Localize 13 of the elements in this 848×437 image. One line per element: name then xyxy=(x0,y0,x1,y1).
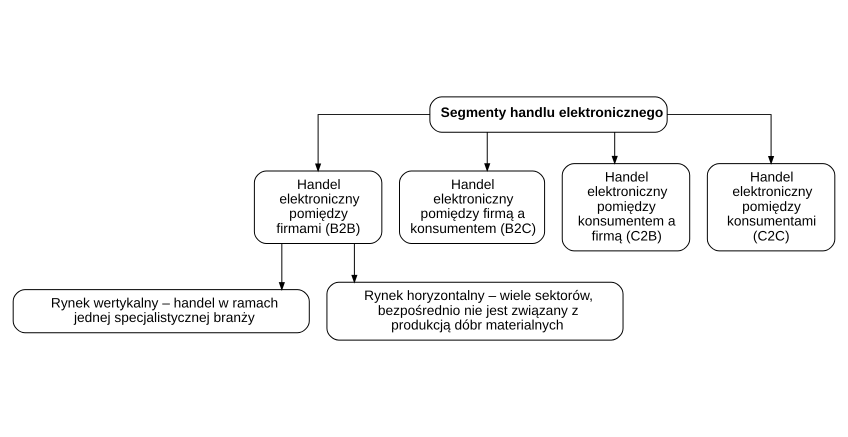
node-box: Segmenty handlu elektronicznego xyxy=(429,96,668,133)
node-box: Handel elektroniczny pomiędzy firmami (B2B) xyxy=(254,170,382,244)
node-box: Handel elektroniczny pomiędzy konsumentem a firmą (C2B) xyxy=(562,163,690,252)
arrow xyxy=(612,132,618,165)
node-box: Handel elektroniczny pomiędzy konsumentami (C2C) xyxy=(706,163,836,252)
arrow xyxy=(666,114,774,165)
node-box: Handel elektroniczny pomiędzy firmą a konsumentem (B2C) xyxy=(399,170,546,244)
arrow xyxy=(315,114,430,172)
arrow xyxy=(351,243,358,284)
arrow xyxy=(278,243,285,291)
node-box: Rynek wertykalny – handel w ramach jednej specjalistycznej branży xyxy=(12,289,310,334)
arrow xyxy=(484,132,490,172)
node-box: Rynek horyzontalny – wiele sektorów, bezpośrednio nie jest związany z produkcją dóbr materialnych xyxy=(326,282,624,341)
